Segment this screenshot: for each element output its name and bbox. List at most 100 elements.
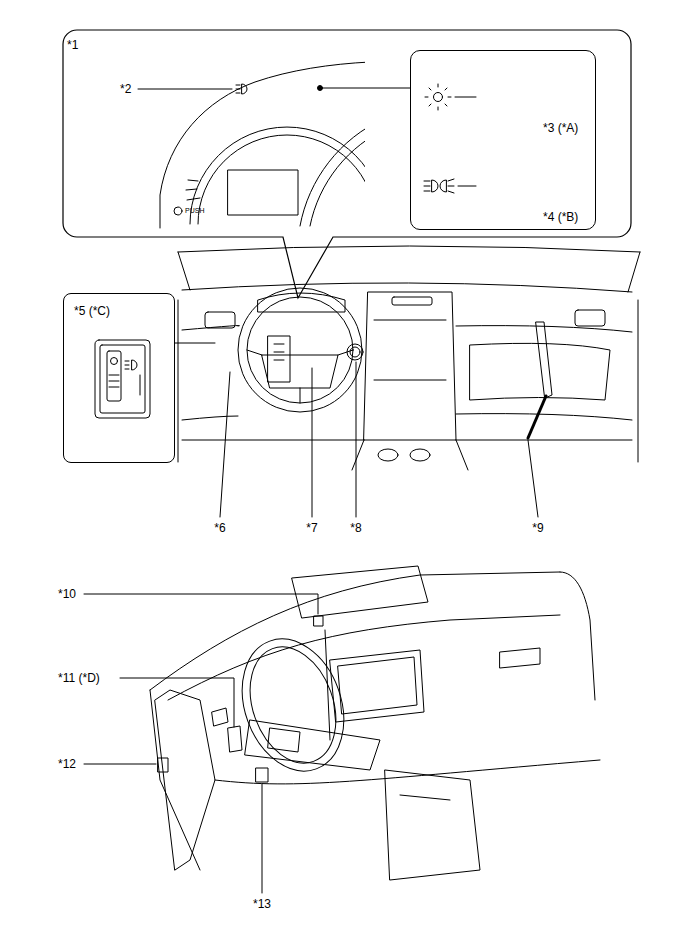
indicator-symbols-line: [425, 84, 451, 110]
indicator-symbols: [138, 84, 476, 193]
callout-number: *9: [532, 521, 543, 535]
meter-cluster-line: [198, 135, 365, 224]
dashboard-front-view-line: [347, 344, 363, 360]
meter-cluster-line: [160, 62, 365, 228]
dashboard-perspective-view-line: [292, 566, 428, 618]
dashboard-front-view-line: [378, 449, 398, 461]
dashboard-perspective-view: [150, 566, 600, 880]
meter-cluster-line: [300, 105, 365, 226]
leader-lines-line: [84, 594, 318, 614]
meter-cluster-line: [310, 115, 365, 226]
dashboard-perspective-view-line: [212, 708, 228, 726]
dashboard-front-view-line: [178, 300, 638, 462]
dashboard-front-view-line: [182, 283, 632, 292]
callout-number: *10: [58, 587, 76, 601]
dashboard-front-view-line: [410, 449, 430, 461]
leader-lines-line: [120, 678, 234, 727]
dashboard-front-view-line: [268, 336, 290, 382]
dashboard-perspective-view-line: [268, 728, 300, 752]
meter-cluster: [160, 62, 365, 228]
dashboard-perspective-view-line: [235, 635, 351, 775]
indicator-symbols-line: [448, 179, 454, 193]
callout-number: *7: [306, 521, 317, 535]
dashboard-front-view-line: [178, 252, 640, 292]
dashboard-front-view-line: [392, 297, 432, 305]
dashboard-front-view-line: [536, 322, 552, 398]
indicator-panel: *3 (*A) *4 (*B): [410, 50, 596, 230]
dashboard-front-view: [178, 246, 640, 470]
dashboard-perspective-view-line: [385, 770, 480, 880]
dashboard-front-view-line: [258, 293, 345, 312]
dashboard-front-view-line: [528, 396, 546, 438]
dashboard-front-view-line: [182, 440, 632, 441]
leader-lines: [84, 362, 538, 893]
dashboard-perspective-view-line: [400, 795, 450, 800]
dashboard-perspective-view-line: [330, 650, 424, 722]
callout-number: *1: [67, 38, 78, 52]
indicator-symbols-line: [323, 88, 410, 89]
indicator-symbols-line: [318, 86, 323, 91]
leader-lines-line: [262, 784, 263, 893]
meter-cluster-line: [186, 180, 200, 200]
indicator-symbols-line: [424, 181, 430, 191]
callout-number: *8: [350, 521, 361, 535]
indicator-symbols-line: [440, 180, 446, 192]
dashboard-front-view-line: [350, 347, 360, 357]
switch-icon-line: [125, 361, 129, 369]
indicator-symbols-line: [434, 93, 443, 102]
callout-number: *2: [120, 82, 131, 96]
dashboard-perspective-view-line: [245, 720, 380, 770]
callout-number: *6: [214, 521, 225, 535]
leader-lines-line: [356, 362, 357, 517]
indicator-symbols-line: [455, 97, 476, 98]
callout-label: *4 (*B): [543, 210, 578, 224]
dashboard-front-view-line: [274, 344, 284, 360]
dashboard-perspective-view-line: [150, 572, 560, 690]
meter-cluster-line: [190, 127, 365, 224]
dashboard-perspective-view-line: [228, 726, 242, 752]
indicator-symbols-line: [458, 186, 476, 187]
callout-number: *13: [253, 897, 271, 911]
dashboard-front-view-line: [352, 440, 468, 470]
dashboard-front-view-line: [238, 288, 362, 412]
dashboard-perspective-view-line: [168, 615, 560, 700]
switch-callout-box: *5 (*C): [63, 293, 175, 463]
leader-lines-line: [220, 372, 230, 517]
dashboard-front-view-line: [247, 297, 353, 403]
switch-icon-line: [95, 340, 150, 418]
leader-lines-line: [84, 764, 156, 765]
switch-icon-line: [132, 360, 137, 370]
callout-number: *5 (*C): [74, 304, 110, 318]
dashboard-front-view-line: [364, 292, 456, 440]
indicator-symbols-line: [138, 89, 232, 90]
dashboard-perspective-view-line: [155, 690, 215, 870]
meter-cluster-line: [174, 207, 182, 215]
meter-cluster-line: [228, 170, 298, 215]
callout-label: *3 (*A): [543, 121, 578, 135]
dashboard-front-view-line: [247, 350, 353, 403]
dashboard-perspective-view-line: [158, 758, 168, 772]
callout-number: *12: [58, 757, 76, 771]
switch-icon-line: [111, 358, 118, 365]
indicator-symbols-line: [236, 85, 240, 93]
switch-icon-line: [107, 351, 121, 401]
dashboard-front-view-line: [374, 320, 446, 380]
callout-outline-path: [63, 30, 631, 298]
dashboard-front-view-line: [178, 246, 640, 252]
switch-icon: [95, 340, 215, 418]
dashboard-front-view-line: [205, 312, 235, 328]
callout-number: *11 (*D): [58, 671, 100, 685]
dashboard-perspective-view-line: [256, 768, 268, 782]
dashboard-perspective-view-line: [215, 760, 600, 784]
button-text: PUSH: [185, 207, 204, 215]
dashboard-perspective-view-line: [314, 616, 323, 626]
callout-box: *1 *3 (*A) *4 (*B): [63, 30, 631, 237]
switch-icon-line: [109, 375, 119, 387]
leader-lines-line: [312, 368, 313, 517]
dashboard-perspective-view-line: [338, 657, 417, 714]
indicator-symbols-line: [242, 84, 247, 94]
indicator-symbols-line: [432, 180, 438, 192]
